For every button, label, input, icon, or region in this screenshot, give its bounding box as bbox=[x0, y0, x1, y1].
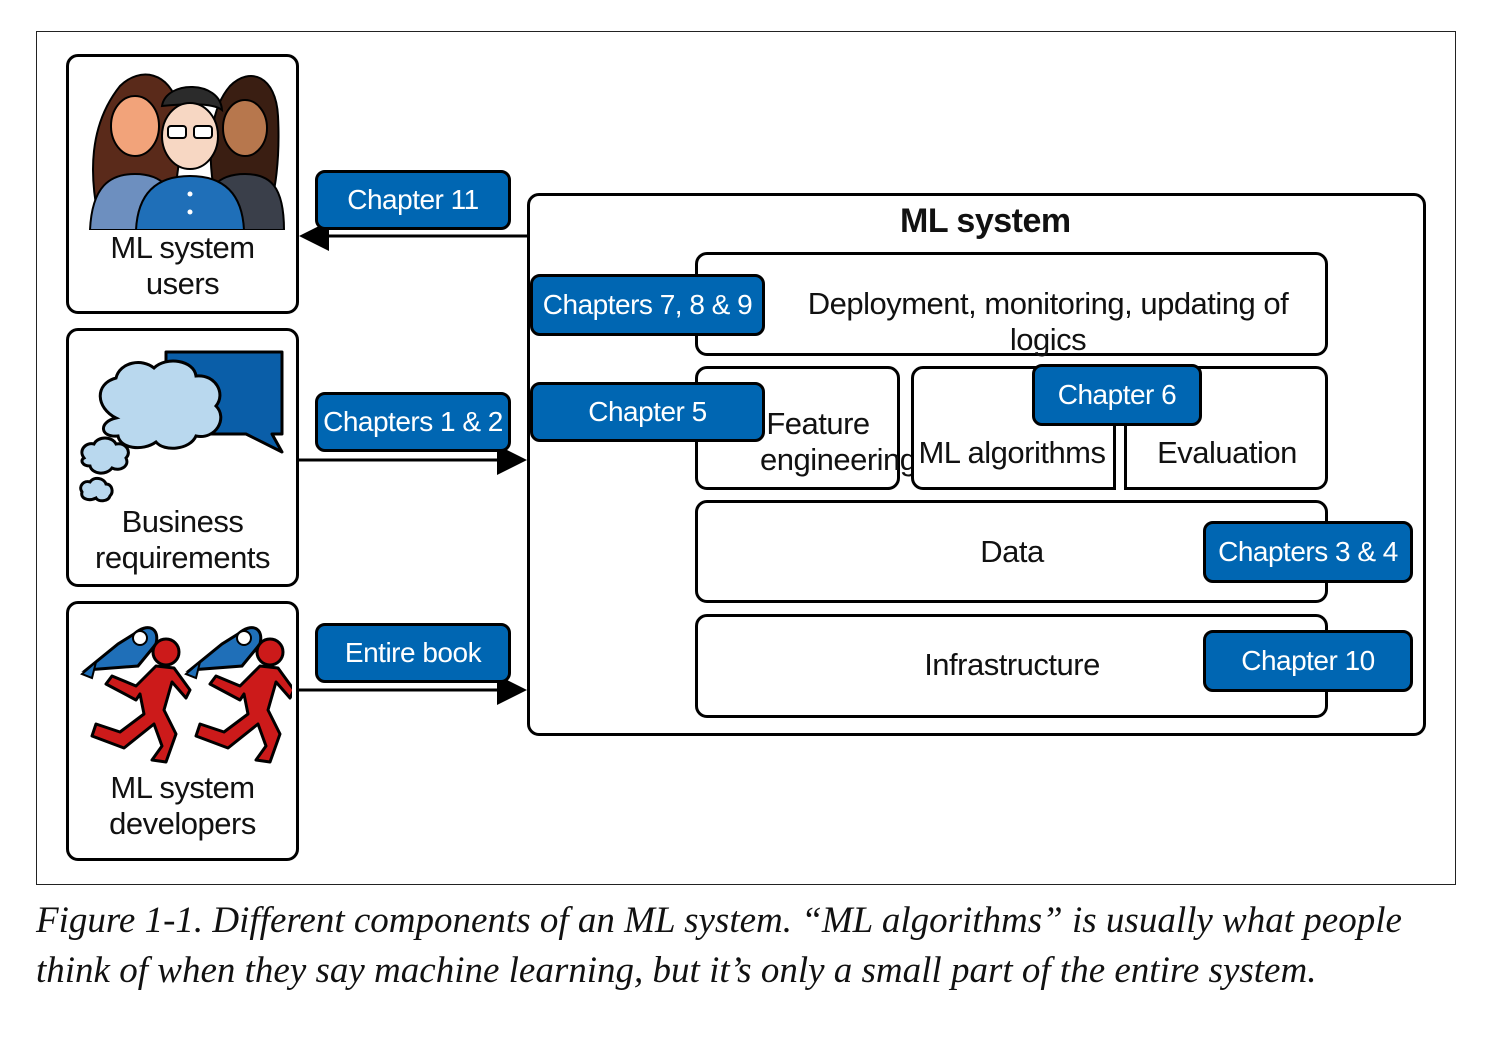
tag-chapter-6: Chapter 6 bbox=[1032, 364, 1202, 426]
deployment-label: Deployment, monitoring, updating of logi… bbox=[807, 286, 1289, 357]
tag-chapters-3-4: Chapters 3 & 4 bbox=[1203, 521, 1413, 583]
figure-frame bbox=[36, 31, 1456, 885]
users-group-icon bbox=[88, 73, 285, 230]
tag-chapter-11: Chapter 11 bbox=[315, 170, 511, 230]
tag-chapter-10: Chapter 10 bbox=[1203, 630, 1413, 692]
feature-engineering-label: Feature engineering bbox=[760, 406, 917, 477]
algorithms-evaluation-divider bbox=[1113, 418, 1127, 490]
developers-rocket-icon bbox=[80, 626, 292, 764]
data-label: Data bbox=[980, 534, 1044, 569]
tag-chapters-7-8-9: Chapters 7, 8 & 9 bbox=[530, 274, 765, 336]
ml-algorithms-label: ML algorithms bbox=[918, 435, 1106, 470]
business-label: Business requirements bbox=[95, 504, 270, 575]
thought-bubble-icon bbox=[79, 350, 284, 503]
users-label: ML system users bbox=[110, 230, 255, 301]
figure-caption: Figure 1-1. Different components of an M… bbox=[36, 900, 1402, 991]
ml-system-title: ML system bbox=[900, 202, 1071, 240]
developers-label: ML system developers bbox=[109, 770, 256, 841]
tag-entire-book: Entire book bbox=[315, 623, 511, 683]
evaluation-label: Evaluation bbox=[1157, 435, 1297, 470]
infrastructure-label: Infrastructure bbox=[924, 647, 1100, 682]
tag-chapters-1-2: Chapters 1 & 2 bbox=[315, 392, 511, 452]
tag-chapter-5: Chapter 5 bbox=[530, 382, 765, 442]
